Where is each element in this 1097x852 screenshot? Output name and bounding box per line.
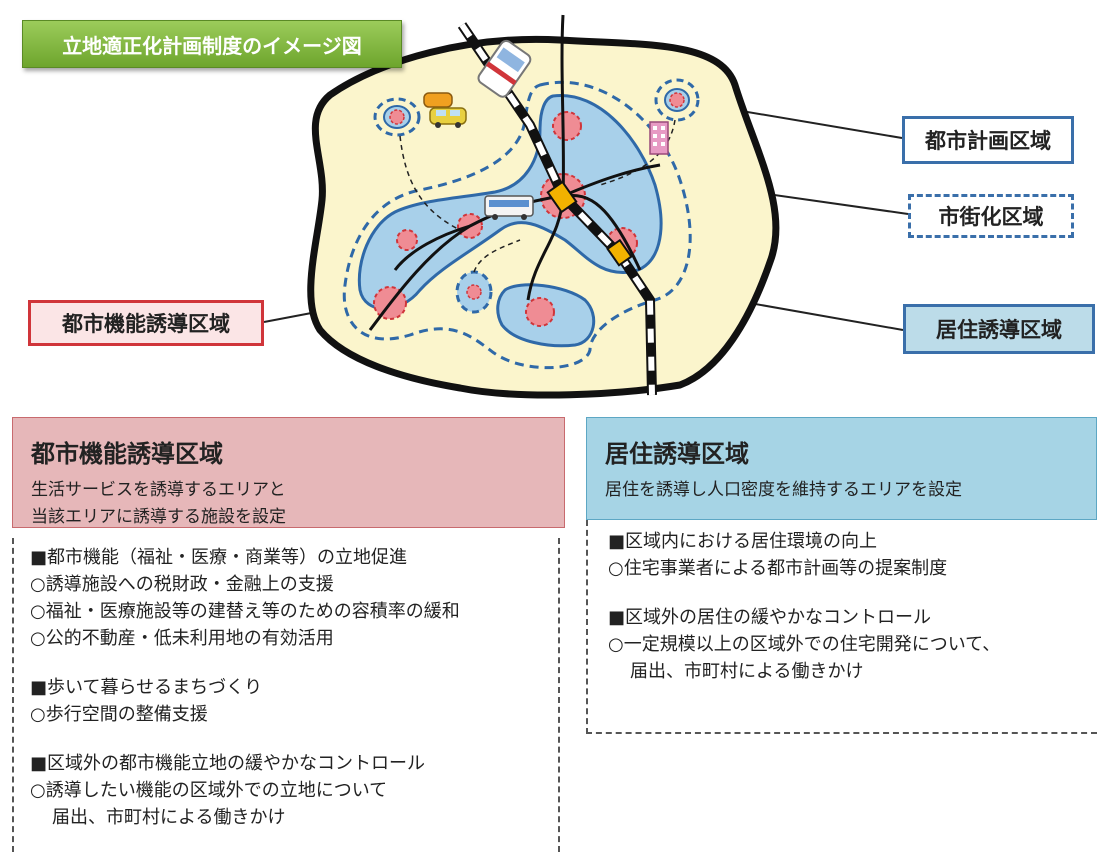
measure-heading: ■区域外の居住の緩やかなコントロール [608, 607, 932, 628]
urban-function-panel-desc-1: 生活サービスを誘導するエリアと [31, 480, 286, 500]
label-city-planning-area: 都市計画区域 [902, 116, 1074, 164]
residential-measures: ■区域内における居住環境の向上 ○住宅事業者による都市計画等の提案制度 ■区域外… [586, 520, 1097, 734]
label-residential-area: 居住誘導区域 [903, 304, 1095, 354]
measure-group: ■区域外の都市機能立地の緩やかなコントロール ○誘導したい機能の区域外での立地に… [30, 750, 558, 831]
residential-panel-desc: 居住を誘導し人口密度を維持するエリアを設定 [605, 480, 962, 500]
label-urban-function-area: 都市機能誘導区域 [28, 300, 264, 346]
bus-icon [484, 195, 534, 220]
measure-heading: ■区域外の都市機能立地の緩やかなコントロール [30, 753, 426, 774]
measure-item: ○一定規模以上の区域外での住宅開発について、 [608, 634, 1001, 655]
measure-group: ■都市機能（福祉・医療・商業等）の立地促進 ○誘導施設への税財政・金融上の支援 … [30, 544, 558, 652]
residential-panel-header: 居住誘導区域 居住を誘導し人口密度を維持するエリアを設定 [586, 417, 1097, 520]
satellite-zone-northwest [373, 97, 421, 137]
measure-item: ○誘導したい機能の区域外での立地について [30, 780, 388, 801]
urban-function-measures: ■都市機能（福祉・医療・商業等）の立地促進 ○誘導施設への税財政・金融上の支援 … [12, 538, 560, 852]
measure-item: 届出、市町村による働きかけ [52, 807, 286, 828]
satellite-zone-northeast [654, 78, 700, 122]
measure-heading: ■都市機能（福祉・医療・商業等）の立地促進 [30, 547, 408, 568]
station-icon [546, 180, 633, 267]
measure-group: ■区域外の居住の緩やかなコントロール ○一定規模以上の区域外での住宅開発について… [608, 604, 1097, 685]
label-urbanization-area: 市街化区域 [908, 194, 1074, 238]
diagram-title: 立地適正化計画制度のイメージ図 [22, 20, 402, 68]
measure-group: ■区域内における居住環境の向上 ○住宅事業者による都市計画等の提案制度 [608, 528, 1097, 582]
dashed-connector [473, 239, 521, 273]
city-map-diagram [263, 14, 909, 399]
dashed-connector [599, 119, 676, 186]
measure-item: ○福祉・医療施設等の建替え等のための容積率の緩和 [30, 601, 460, 622]
leader-line-city-planning [717, 106, 903, 139]
measure-item: ○住宅事業者による都市計画等の提案制度 [608, 558, 948, 579]
measure-group: ■歩いて暮らせるまちづくり ○歩行空間の整備支援 [30, 674, 558, 728]
measure-item: ○公的不動産・低未利用地の有効活用 [30, 628, 334, 649]
train-icon [477, 39, 532, 98]
building-icon [649, 121, 669, 155]
urban-function-panel-header: 都市機能誘導区域 生活サービスを誘導するエリアと 当該エリアに誘導する施設を設定 [12, 417, 565, 528]
urban-function-panel-desc-2: 当該エリアに誘導する施設を設定 [31, 507, 286, 527]
measure-item: 届出、市町村による働きかけ [630, 661, 864, 682]
railway [457, 22, 657, 396]
measure-heading: ■区域内における居住環境の向上 [608, 531, 878, 552]
measure-item: ○歩行空間の整備支援 [30, 704, 208, 725]
dashed-connector [399, 135, 461, 231]
cars-icon [423, 92, 467, 128]
residential-panel-title: 居住誘導区域 [605, 440, 749, 468]
satellite-zone-center [455, 270, 493, 314]
measure-item: ○誘導施設への税財政・金融上の支援 [30, 574, 334, 595]
urban-function-panel-title: 都市機能誘導区域 [31, 440, 223, 468]
measure-heading: ■歩いて暮らせるまちづくり [30, 677, 263, 698]
urbanization-area-shape [342, 80, 692, 370]
